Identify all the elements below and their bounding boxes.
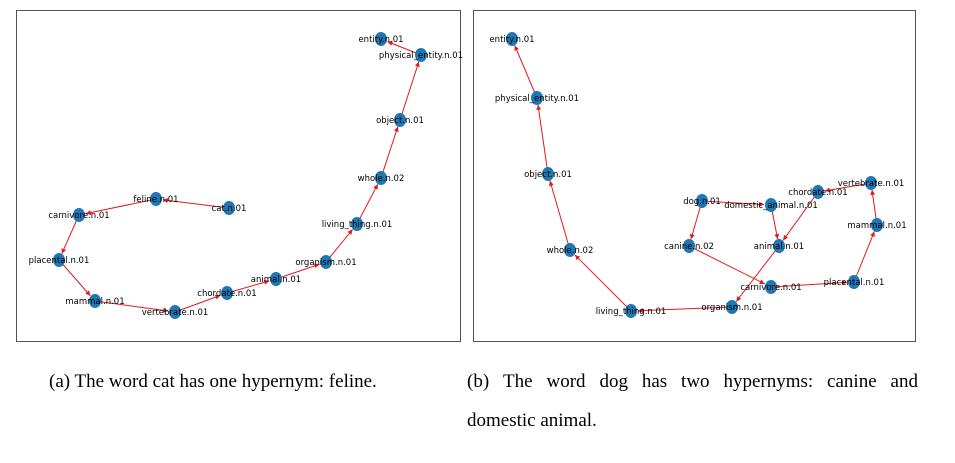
node-label-physical-entity-n-01: physical_entity.n.01: [495, 94, 579, 104]
node-domestic-animal-n-01: [765, 198, 777, 212]
edge-physical-entity-n-01-to-entity-n-01: [514, 45, 538, 99]
node-label-animal-n-01: animal.n.01: [251, 275, 301, 285]
node-label-object-n-01: object.n.01: [376, 116, 424, 126]
node-label-organism-n-01: organism.n.01: [701, 303, 762, 313]
graph-panel-cat: entity.n.01 physical_entity.n.01 object.n.…: [16, 10, 463, 342]
edge-animal-n-01-to-organism-n-01: [275, 263, 320, 280]
caption-a: (a) The word cat has one hypernym: felin…: [49, 371, 377, 392]
node-label-vertebrate-n-01: vertebrate.n.01: [142, 308, 209, 318]
edge-object-n-01-to-physical-entity-n-01: [536, 104, 549, 175]
caption-b-word: has: [641, 371, 668, 392]
graph-panel-dog: entity.n.01 physical_entity.n.01 object.n.…: [473, 10, 916, 342]
node-object-n-01: [542, 167, 554, 181]
edge-object-n-01-to-physical-entity-n-01: [399, 61, 420, 121]
node-label-feline-n-01: feline.n.01: [133, 195, 178, 205]
node-carnivore-n-01: [73, 208, 85, 222]
node-chordate-n-01: [812, 185, 824, 199]
node-living-thing-n-01: [625, 304, 637, 318]
node-label-whole-n-02: whole.n.02: [547, 246, 594, 256]
node-dog-n-01: [696, 194, 708, 208]
edge-dog-n-01-to-domestic-animal-n-01: [701, 200, 765, 207]
node-canine-n-02: [683, 239, 695, 253]
node-feline-n-01: [150, 192, 162, 206]
node-mammal-n-01: [871, 218, 883, 232]
node-label-object-n-01: object.n.01: [524, 170, 572, 180]
caption-b-word: The: [503, 371, 533, 392]
node-label-entity-n-01: entity.n.01: [489, 35, 534, 45]
node-label-living-thing-n-01: living_thing.n.01: [596, 307, 667, 317]
node-label-vertebrate-n-01: vertebrate.n.01: [838, 179, 905, 189]
node-label-placental-n-01: placental.n.01: [29, 256, 90, 266]
edge-mammal-n-01-to-vertebrate-n-01: [94, 300, 169, 313]
node-whole-n-02: [564, 243, 576, 257]
node-physical-entity-n-01: [415, 48, 427, 62]
edge-chordate-n-01-to-animal-n-01: [782, 191, 819, 241]
node-chordate-n-01: [221, 286, 233, 300]
edge-placental-n-01-to-mammal-n-01: [58, 259, 91, 297]
node-label-whole-n-02: whole.n.02: [358, 174, 405, 184]
edge-vertebrate-n-01-to-chordate-n-01: [824, 182, 872, 193]
edge-vertebrate-n-01-to-chordate-n-01: [174, 294, 221, 313]
node-label-carnivore-n-01: carnivore.n.01: [740, 283, 801, 293]
node-label-physical-entity-n-01: physical_entity.n.01: [379, 51, 463, 61]
node-organism-n-01: [320, 255, 332, 269]
node-label-mammal-n-01: mammal.n.01: [847, 221, 906, 231]
caption-b-word: hypernyms:: [723, 371, 814, 392]
edge-organism-n-01-to-living-thing-n-01: [325, 229, 353, 263]
edge-feline-n-01-to-carnivore-n-01: [85, 198, 157, 216]
caption-b-word: and: [890, 371, 918, 392]
node-vertebrate-n-01: [169, 305, 181, 319]
edge-whole-n-02-to-object-n-01: [548, 180, 571, 251]
node-entity-n-01: [506, 32, 518, 46]
edge-carnivore-n-01-to-placental-n-01: [61, 214, 80, 254]
node-entity-n-01: [375, 32, 387, 46]
edge-living-thing-n-01-to-whole-n-02: [574, 254, 632, 312]
node-label-cat-n-01: cat.n.01: [212, 204, 247, 214]
caption-b-word: word: [546, 371, 586, 392]
edge-organism-n-01-to-living-thing-n-01: [637, 306, 733, 314]
node-object-n-01: [394, 113, 406, 127]
node-label-canine-n-02: canine.n.02: [664, 242, 714, 252]
node-label-domestic-animal-n-01: domestic_animal.n.01: [724, 201, 818, 211]
node-label-chordate-n-01: chordate.n.01: [197, 289, 256, 299]
edge-carnivore-n-01-to-placental-n-01: [770, 280, 848, 288]
caption-b-word: two: [681, 371, 710, 392]
caption-b-word: dog: [599, 371, 628, 392]
node-cat-n-01: [223, 201, 235, 215]
node-placental-n-01: [53, 253, 65, 267]
hypernym-graph-dog: entity.n.01 physical_entity.n.01 object.n.…: [489, 32, 907, 318]
node-label-animal-n-01: animal.n.01: [754, 242, 804, 252]
node-label-mammal-n-01: mammal.n.01: [65, 297, 124, 307]
node-living-thing-n-01: [351, 217, 363, 231]
node-animal-n-01: [773, 239, 785, 253]
node-carnivore-n-01: [765, 280, 777, 294]
node-label-entity-n-01: entity.n.01: [358, 35, 403, 45]
caption-b-word: (b): [467, 371, 490, 392]
edge-living-thing-n-01-to-whole-n-02: [356, 183, 379, 225]
edge-cat-n-01-to-feline-n-01: [162, 197, 230, 209]
node-mammal-n-01: [89, 294, 101, 308]
node-whole-n-02: [375, 171, 387, 185]
node-label-carnivore-n-01: carnivore.n.01: [48, 211, 109, 221]
node-label-living-thing-n-01: living_thing.n.01: [322, 220, 393, 230]
caption-b-word: canine: [827, 371, 877, 392]
node-label-placental-n-01: placental.n.01: [824, 278, 885, 288]
node-label-organism-n-01: organism.n.01: [295, 258, 356, 268]
node-organism-n-01: [726, 300, 738, 314]
caption-b-line2: domestic animal.: [467, 410, 597, 431]
edge-canine-n-02-to-carnivore-n-01: [688, 245, 765, 285]
edge-animal-n-01-to-organism-n-01: [735, 245, 780, 302]
node-animal-n-01: [270, 272, 282, 286]
edge-whole-n-02-to-object-n-01: [380, 126, 399, 179]
node-vertebrate-n-01: [865, 176, 877, 190]
edge-placental-n-01-to-mammal-n-01: [853, 231, 875, 283]
edge-chordate-n-01-to-animal-n-01: [226, 279, 270, 294]
node-placental-n-01: [848, 275, 860, 289]
node-label-chordate-n-01: chordate.n.01: [788, 188, 847, 198]
node-label-dog-n-01: dog.n.01: [683, 197, 721, 207]
hypernym-graph-cat: entity.n.01 physical_entity.n.01 object.n.…: [29, 32, 463, 319]
node-physical-entity-n-01: [531, 91, 543, 105]
